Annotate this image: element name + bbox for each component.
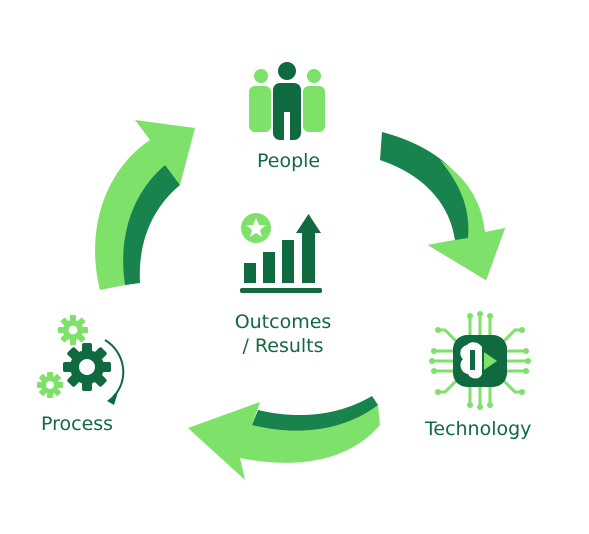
arrow-technology-to-process [188, 396, 380, 480]
arrow-people-to-technology [380, 132, 505, 280]
growth-chart-star-icon [240, 213, 322, 293]
ai-brain-circuit-icon [429, 311, 531, 410]
people-group-icon [249, 62, 325, 140]
center-label-line2: / Results [242, 335, 324, 357]
gears-cycle-icon [37, 315, 125, 405]
node-label-people: People [257, 150, 321, 172]
node-label-technology: Technology [425, 418, 532, 440]
arrow-process-to-people [95, 120, 195, 290]
center-label: Outcomes / Results [225, 310, 341, 358]
center-label-line1: Outcomes [234, 311, 332, 333]
node-label-process: Process [41, 413, 114, 435]
